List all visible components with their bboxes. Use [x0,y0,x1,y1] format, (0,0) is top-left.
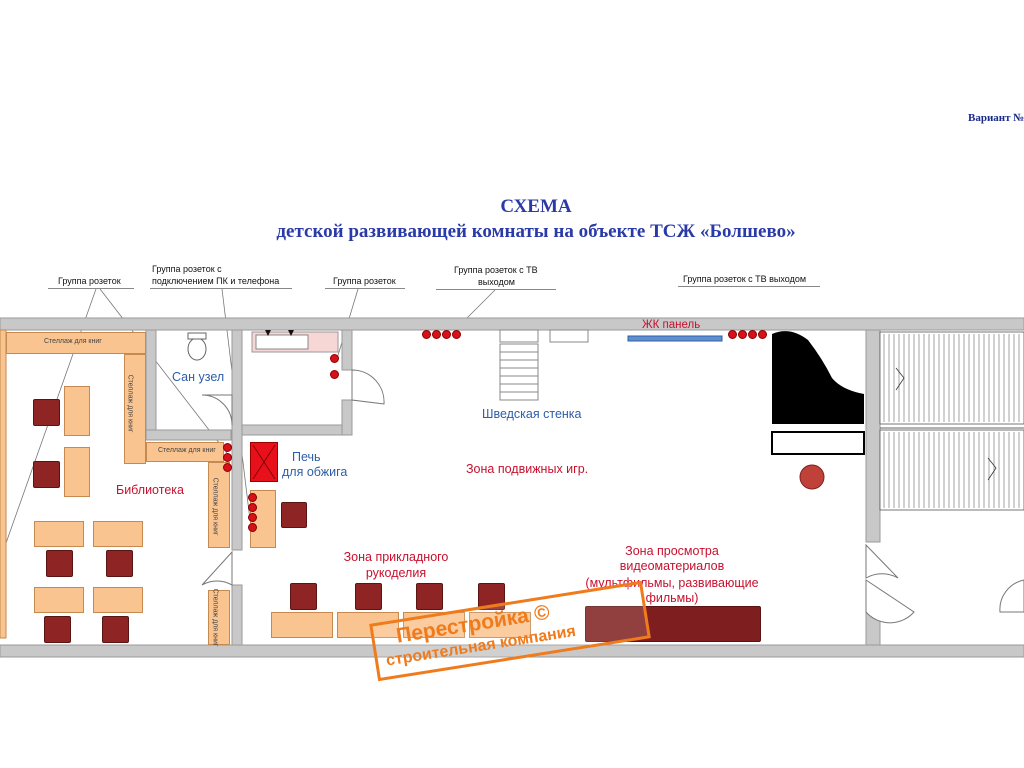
bookshelf-vertical-2 [208,462,230,548]
craft-table [469,612,531,638]
piano-stool-icon [799,464,825,490]
socket-icon [223,463,232,472]
callout-sockets-2: Группа розеток [333,276,396,286]
callout-underline [150,288,292,289]
chair [33,461,60,488]
craft-table [271,612,333,638]
room-label-wall-bars: Шведская стенка [482,407,582,421]
room-label-kiln-1: Печь [292,450,321,464]
room-label-crafts-2: рукоделия [365,566,427,580]
room-label-bathroom: Сан узел [172,370,225,384]
piano-icon [771,331,865,455]
bookshelf-vertical-2-label: Стеллаж для книг [211,477,219,536]
sofa [585,606,761,642]
library-table [93,587,143,613]
chair [478,583,505,610]
walls [0,317,1024,658]
room-label-video-2: видеоматериалов [619,559,725,573]
page-subtitle: детской развивающей комнаты на объекте Т… [276,221,796,242]
library-table [34,521,84,547]
socket-icon [248,503,257,512]
library-wall-shelf [0,329,7,639]
chair [33,399,60,426]
chair [46,550,73,577]
callout-sockets-pc-1: Группа розеток с [152,264,222,274]
door-icons [201,369,1024,624]
chair [102,616,129,643]
socket-icon [432,330,441,339]
callout-underline [678,286,820,287]
chair [416,583,443,610]
craft-table [337,612,399,638]
socket-icon [728,330,737,339]
room-label-crafts-1: Зона прикладного [343,550,449,564]
socket-icon [330,370,339,379]
socket-icon [422,330,431,339]
callout-sockets-1: Группа розеток [58,276,121,286]
socket-icon [452,330,461,339]
room-label-video-3: (мультфильмы, развивающие [585,576,759,590]
room-label-kiln-2: для обжига [282,465,348,479]
library-table [34,587,84,613]
wall-bars-icon [499,329,589,401]
socket-icon [248,513,257,522]
callout-sockets-pc-2: подключением ПК и телефона [152,276,280,286]
bookshelf-vertical-1-label: Стеллаж для книг [126,374,134,433]
staircase-icon [879,331,1024,511]
socket-icon [330,354,339,363]
lcd-panel-icon [627,335,723,342]
bookshelf-vertical-1 [124,354,146,464]
toilet-icon [187,332,207,361]
bookshelf-top [6,332,146,354]
socket-icon [248,523,257,532]
socket-icon [758,330,767,339]
socket-icon [223,443,232,452]
page-title: СХЕМА [500,196,572,217]
chair [106,550,133,577]
bookshelf-middle [146,442,224,462]
room-label-library: Библиотека [116,483,184,497]
bookshelf-top-label: Стеллаж для книг [44,338,102,345]
chair [44,616,71,643]
library-table [93,521,143,547]
library-table [64,447,90,497]
socket-icon [248,493,257,502]
callout-underline [325,288,405,289]
socket-icon [442,330,451,339]
bookshelf-vertical-3-label: Стеллаж для книг [211,588,219,647]
chair [355,583,382,610]
bookshelf-vertical-3 [208,590,230,645]
bookshelf-middle-label: Стеллаж для книг [158,447,216,454]
callout-sockets-tv-1a: Группа розеток с ТВ [454,265,538,275]
variant-label: Вариант № [968,112,1024,124]
socket-icon [738,330,747,339]
library-table [64,386,90,436]
room-label-lcd-panel: ЖК панель [642,319,701,331]
socket-icon [223,453,232,462]
room-label-video-4: фильмы) [645,591,699,605]
callout-underline [48,288,134,289]
room-label-video-1: Зона просмотра [625,544,719,558]
kiln-icon [250,442,278,482]
callout-sockets-tv-2: Группа розеток с ТВ выходом [683,274,807,284]
sink-icon [251,330,339,353]
callout-underline [436,289,556,290]
socket-icon [748,330,757,339]
chair [281,502,307,528]
craft-table [403,612,465,638]
callout-sockets-tv-1b: выходом [478,277,515,287]
room-label-active-games: Зона подвижных игр. [466,462,589,476]
chair [290,583,317,610]
